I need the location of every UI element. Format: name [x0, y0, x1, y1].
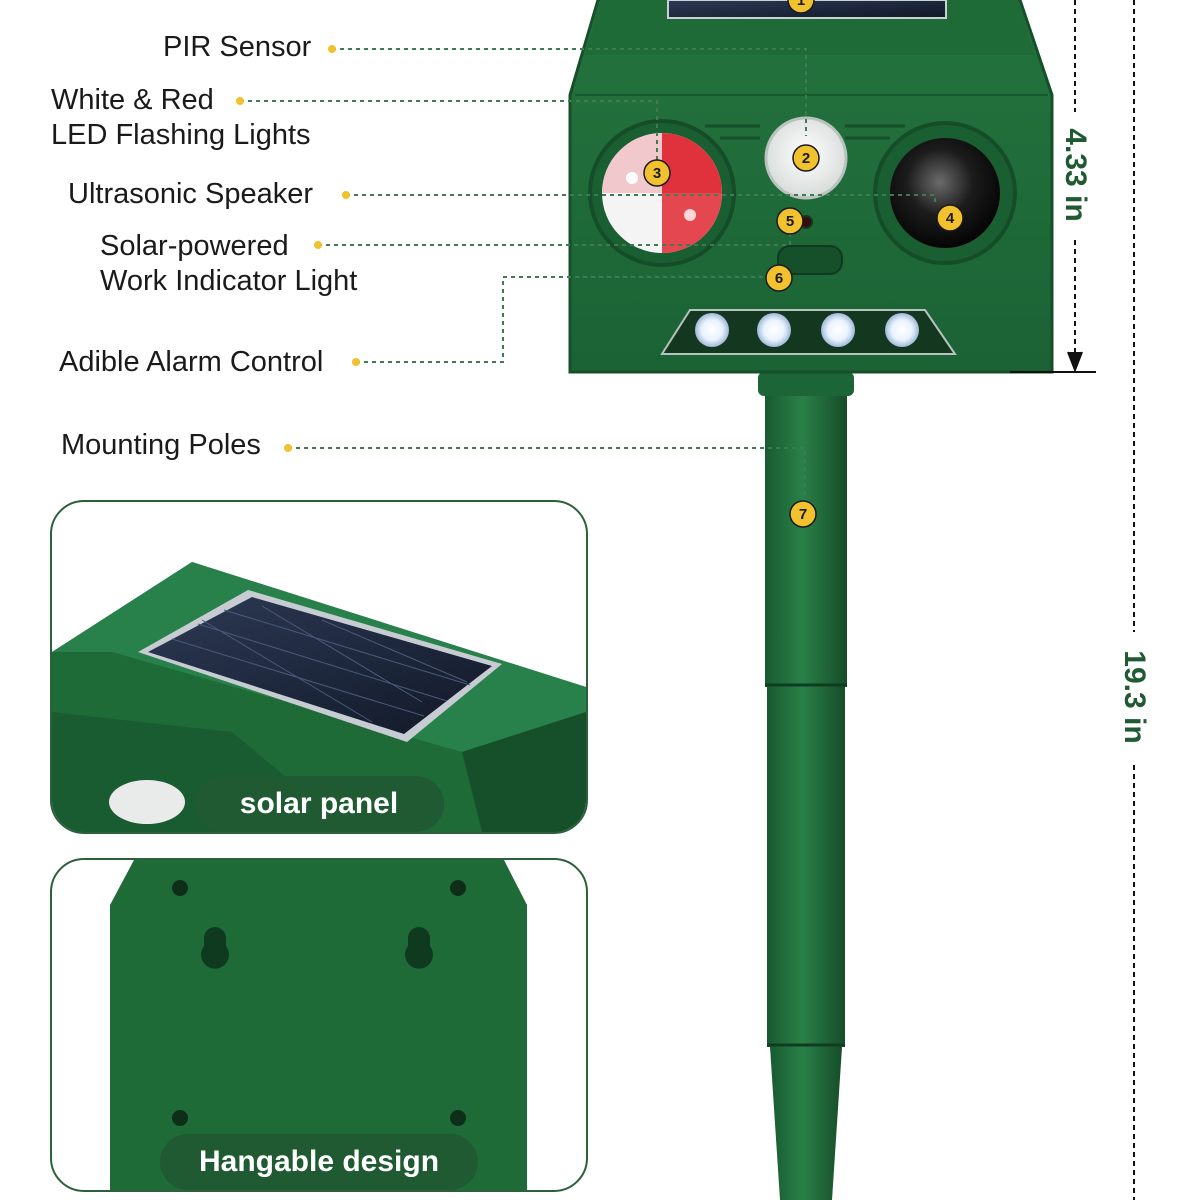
hangable-design-label: Hangable design	[160, 1134, 478, 1190]
device-head	[568, 0, 1054, 374]
label-indicator-line1: Solar-powered	[100, 230, 289, 262]
label-indicator-light: Solar-powered Work Indicator Light	[100, 229, 357, 299]
label-ultrasonic-speaker: Ultrasonic Speaker	[68, 177, 313, 212]
solar-panel-illustration	[52, 562, 586, 832]
label-led-lights-line2: LED Flashing Lights	[51, 119, 311, 151]
dimension-lines	[1010, 0, 1135, 1200]
label-alarm-control: Adible Alarm Control	[59, 345, 323, 380]
label-mounting-poles: Mounting Poles	[61, 428, 261, 463]
hangable-design-inset: Hangable design	[50, 858, 588, 1192]
dimension-total-height: 19.3 in	[1118, 650, 1151, 744]
hangable-back-illustration	[110, 860, 527, 1190]
dimension-head-height: 4.33 in	[1059, 128, 1092, 222]
label-led-lights-line1: White & Red	[51, 84, 214, 116]
label-ultrasonic-speaker-text: Ultrasonic Speaker	[68, 178, 313, 210]
mounting-pole	[758, 372, 854, 1200]
leader-lines	[240, 48, 936, 500]
label-alarm-control-text: Adible Alarm Control	[59, 346, 324, 378]
label-mounting-poles-text: Mounting Poles	[61, 429, 261, 461]
leader-dots	[236, 45, 360, 452]
solar-panel-label: solar panel	[194, 776, 444, 832]
solar-panel-inset: solar panel	[50, 500, 588, 834]
label-pir-sensor: PIR Sensor	[163, 30, 311, 65]
label-pir-sensor-text: PIR Sensor	[163, 31, 312, 63]
label-led-lights: White & Red LED Flashing Lights	[51, 83, 311, 153]
label-indicator-line2: Work Indicator Light	[100, 265, 358, 297]
